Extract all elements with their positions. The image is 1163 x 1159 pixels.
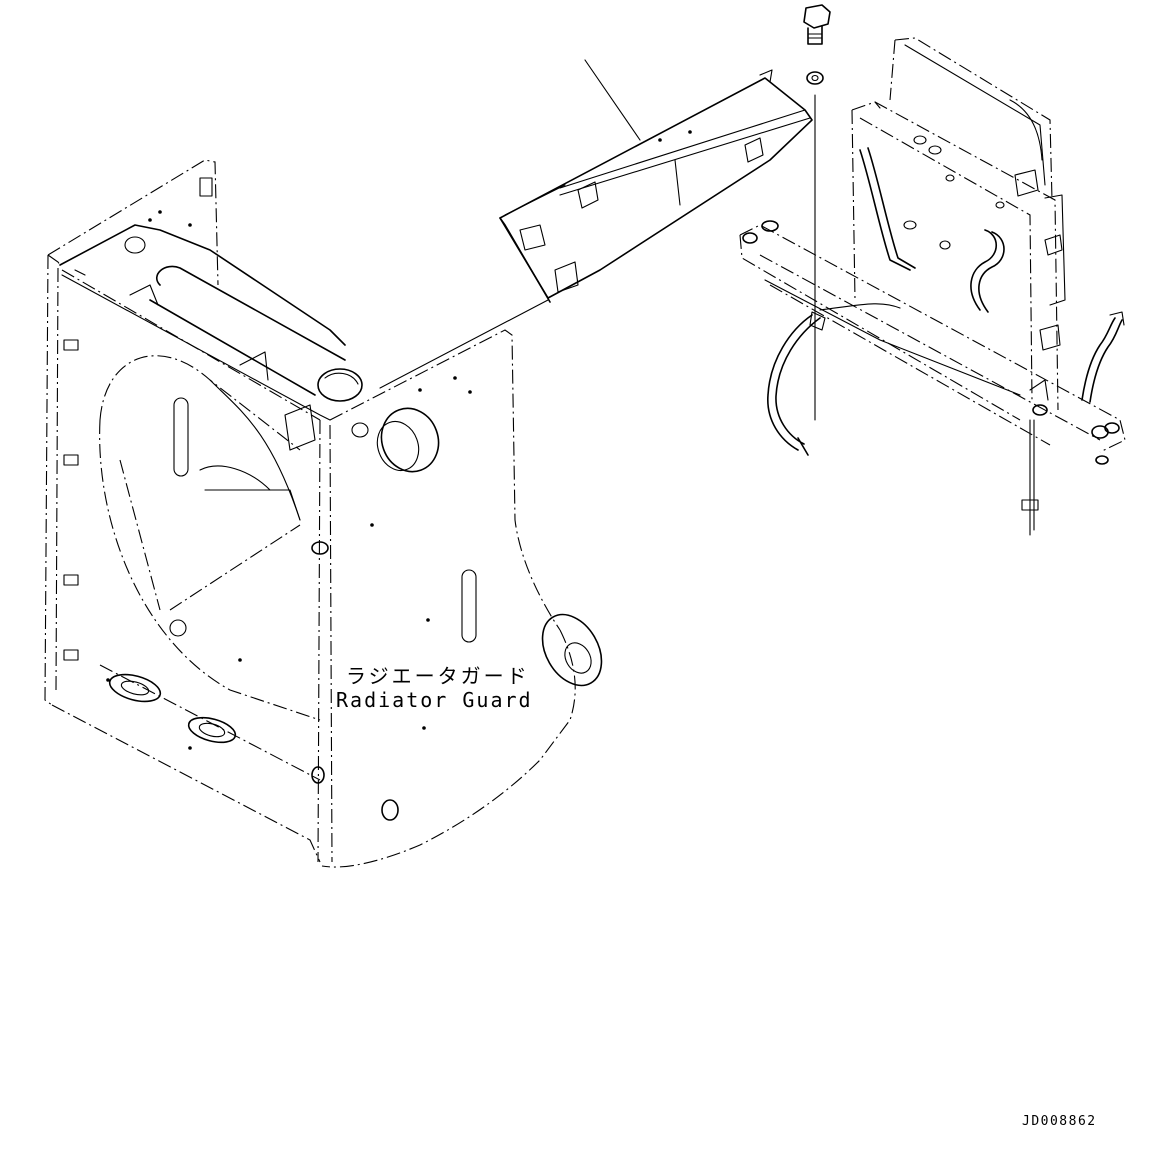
guard-plate-part: [379, 59, 813, 389]
part-name-english: Radiator Guard: [336, 688, 533, 712]
part-name-japanese: ラジエータガード: [346, 664, 530, 688]
alignment-line: [769, 284, 1051, 446]
drawing-id: JD008862: [1022, 1114, 1097, 1129]
radiator-mount-assembly: [739, 37, 1126, 536]
radiator-frame-housing: [44, 159, 603, 868]
mounting-bolt-washer: [803, 4, 831, 421]
